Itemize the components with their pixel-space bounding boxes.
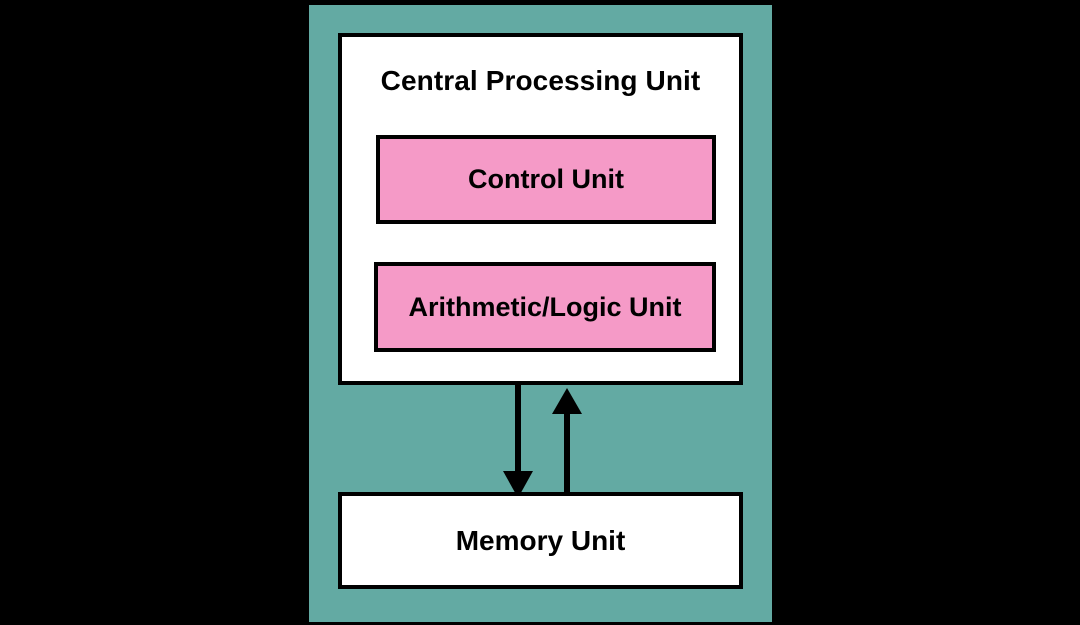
cpu-block[interactable]: Central Processing Unit Control Unit Ari… [338, 33, 743, 385]
arrow-memory-to-cpu-icon [552, 388, 582, 499]
control-unit-block[interactable]: Control Unit [376, 135, 716, 224]
arithmetic-logic-unit-block[interactable]: Arithmetic/Logic Unit [374, 262, 716, 352]
arrow-cpu-to-memory-icon [503, 385, 533, 498]
control-unit-label: Control Unit [468, 164, 624, 194]
computer-system-panel: Central Processing Unit Control Unit Ari… [309, 5, 772, 622]
memory-unit-label: Memory Unit [455, 524, 626, 556]
arithmetic-logic-unit-label: Arithmetic/Logic Unit [408, 291, 682, 322]
cpu-title: Central Processing Unit [380, 65, 701, 96]
memory-unit-block[interactable]: Memory Unit [338, 492, 743, 589]
